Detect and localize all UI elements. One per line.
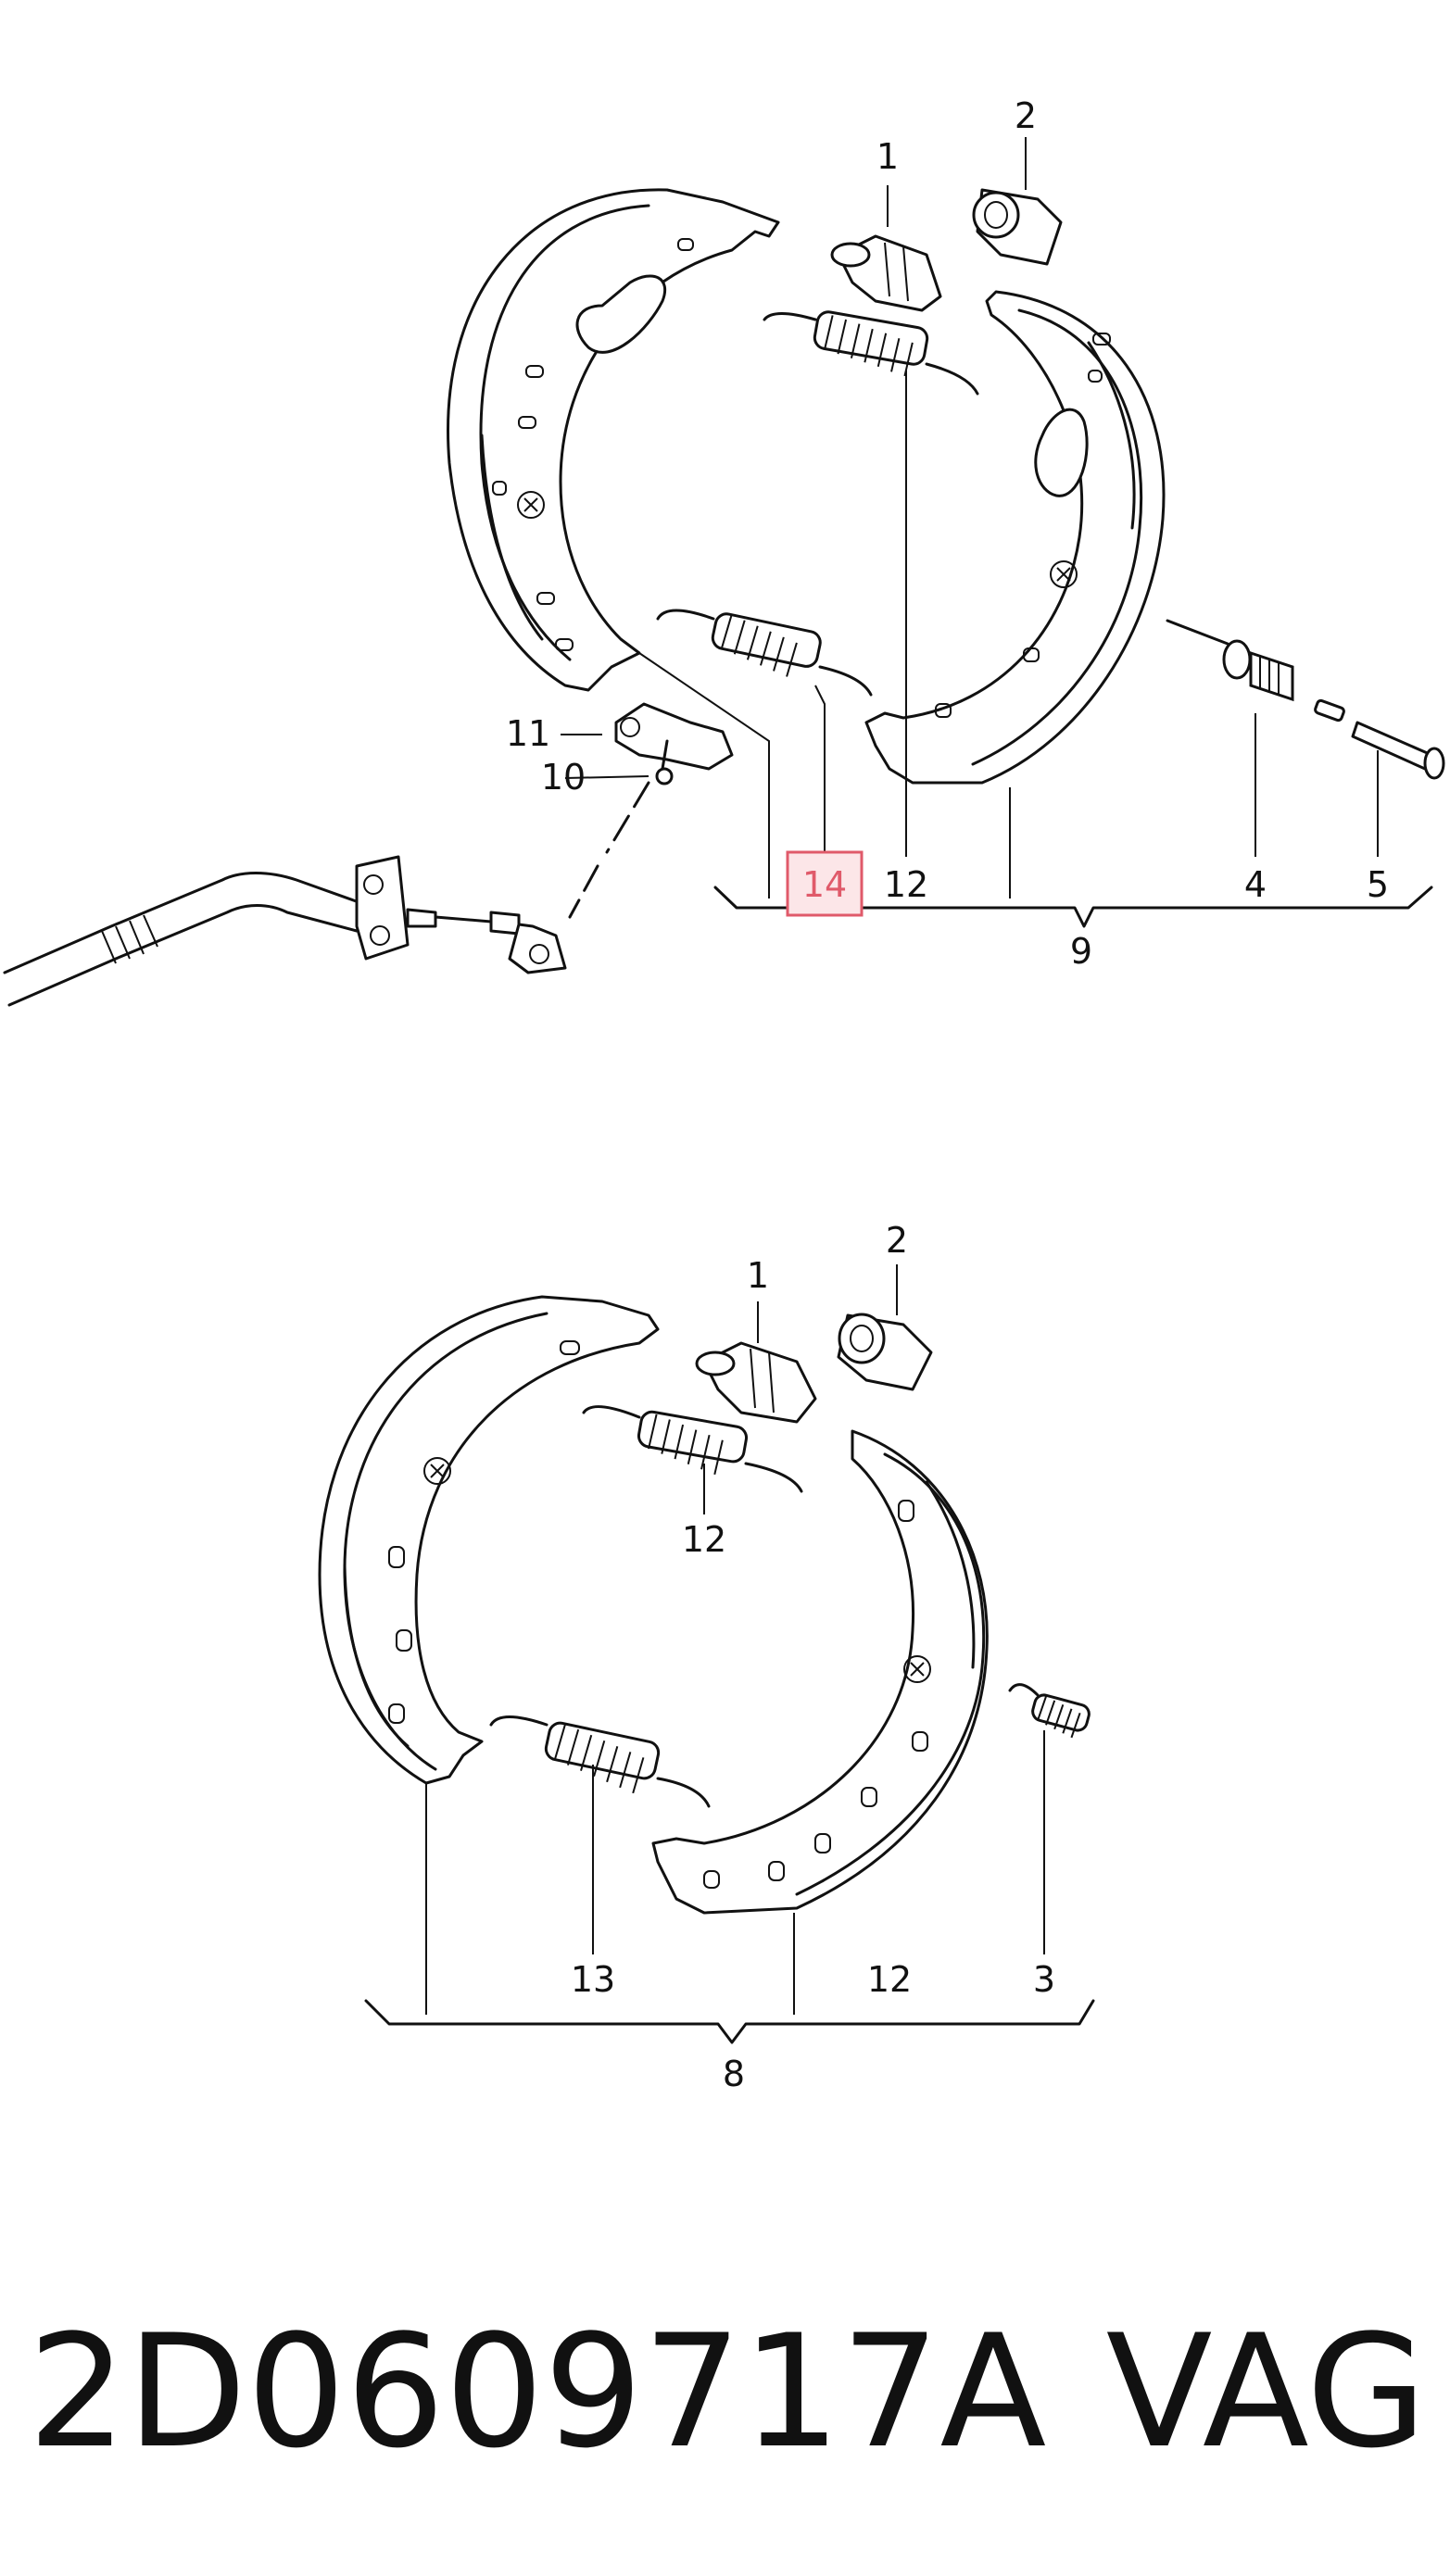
- lower-bushing: [837, 1313, 933, 1391]
- upper-assembly: 1 2 11 10 14 12 4 5 9: [3, 95, 1445, 1007]
- callout-13: 13: [571, 1959, 615, 2000]
- group-label-8: 8: [723, 2054, 745, 2094]
- upper-return-spring-top: [763, 310, 979, 396]
- callout-2-lower: 2: [886, 1220, 908, 1261]
- upper-right-brake-shoe: [864, 290, 1166, 785]
- lower-leader-lines: [364, 1264, 1095, 2044]
- highlighted-callout-box: [786, 850, 864, 917]
- lower-right-brake-shoe: [651, 1429, 989, 1915]
- upper-parking-brake-cable: [3, 855, 567, 1007]
- callout-3: 3: [1033, 1959, 1055, 2000]
- lower-left-brake-shoe: [318, 1295, 660, 1785]
- callout-12-lower-top: 12: [682, 1519, 726, 1560]
- part-number-caption: 2D0609717A: [28, 2301, 1046, 2482]
- callout-14: 14: [802, 864, 847, 905]
- callout-12-upper: 12: [884, 864, 928, 905]
- callout-1-lower: 1: [747, 1255, 769, 1296]
- lower-return-spring-bottom: [489, 1715, 711, 1808]
- lower-adjuster: [695, 1341, 817, 1424]
- lower-small-spring: [1008, 1683, 1091, 1739]
- callout-1-upper: 1: [876, 136, 899, 177]
- callout-2-upper: 2: [1015, 95, 1037, 136]
- upper-parking-lever: [614, 702, 734, 771]
- upper-adjuster: [830, 234, 942, 312]
- callout-10: 10: [541, 757, 586, 798]
- upper-leader-lines: [561, 137, 1433, 928]
- brand-caption: VAG: [1106, 2301, 1427, 2482]
- callout-5: 5: [1367, 864, 1389, 905]
- lower-return-spring-top: [582, 1405, 803, 1493]
- upper-clip: [655, 767, 674, 785]
- upper-bushing: [972, 188, 1063, 266]
- upper-return-spring-bottom: [656, 609, 873, 697]
- callout-12-lower-bottom: 12: [867, 1959, 912, 2000]
- upper-left-brake-shoe: [447, 188, 780, 692]
- upper-hold-down-spring: [1166, 619, 1294, 702]
- callout-4: 4: [1244, 864, 1267, 905]
- lower-assembly: 1 2 12 13 12 3 8: [318, 1220, 1095, 2094]
- upper-hold-down-pin: [1314, 698, 1445, 780]
- group-label-9: 9: [1070, 931, 1092, 972]
- callout-11: 11: [506, 713, 550, 754]
